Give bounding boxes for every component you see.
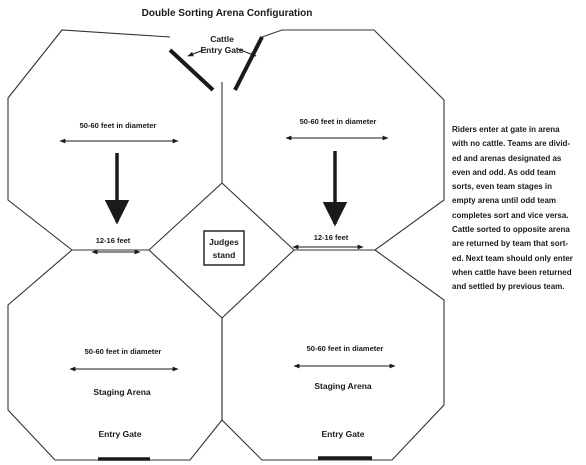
instructions-line: and settled by previous team. — [452, 282, 565, 292]
arena-bottom-right-outline — [221, 249, 445, 461]
top-right-diameter-label: 50-60 feet in diameter — [300, 117, 377, 126]
cattle-gate-right-panel — [233, 36, 264, 91]
bottom-left-arena-name: Staging Arena — [93, 387, 151, 397]
cattle-gate-arrow-left — [187, 48, 207, 57]
cattle-gate-arrow-right — [237, 48, 257, 57]
bottom-left-gate-label: Entry Gate — [99, 429, 142, 439]
judges-stand-box — [203, 230, 245, 266]
cattle-gate-label-line2: Entry Gate — [201, 45, 244, 55]
top-left-diameter-label: 50-60 feet in diameter — [80, 121, 157, 130]
instructions-line: when cattle have been returned — [452, 267, 572, 277]
instructions-line: sorts, even team stages in — [452, 182, 553, 192]
instructions-line: ed and arenas designated as — [452, 153, 562, 163]
instructions-line: with no cattle. Teams are divid- — [452, 139, 571, 149]
judges-stand-label-line1: Judges — [209, 237, 239, 247]
instructions-line: Cattle sorted to opposite arena — [452, 225, 570, 235]
arena-top-right-outline — [221, 29, 445, 251]
instructions-line: empty arena until odd team — [452, 196, 557, 206]
instructions-line: Riders enter at gate in arena — [452, 125, 560, 134]
bottom-right-gate-label: Entry Gate — [322, 429, 365, 439]
judges-stand-label-line2: stand — [213, 250, 236, 260]
bottom-right-diameter-label: 50-60 feet in diameter — [307, 344, 384, 353]
instructions-text: Riders enter at gate in arena with no ca… — [452, 123, 582, 295]
top-right-gap-label: 12-16 feet — [314, 233, 349, 242]
instructions-line: are returned by team that sort- — [452, 239, 569, 249]
diagram-title: Double Sorting Arena Configuration — [142, 8, 313, 19]
bottom-right-arena-name: Staging Arena — [314, 381, 372, 391]
cattle-gate-left-panel — [168, 48, 215, 92]
arena-top-left-outline — [7, 29, 223, 251]
bottom-left-diameter-label: 50-60 feet in diameter — [85, 347, 162, 356]
cattle-gate-label-line1: Cattle — [210, 34, 234, 44]
top-left-gap-label: 12-16 feet — [96, 236, 131, 245]
instructions-line: even and odd. As odd team — [452, 167, 556, 177]
instructions-line: ed. Next team should only enter — [452, 253, 573, 263]
instructions-line: completes sort and vice versa. — [452, 210, 569, 220]
